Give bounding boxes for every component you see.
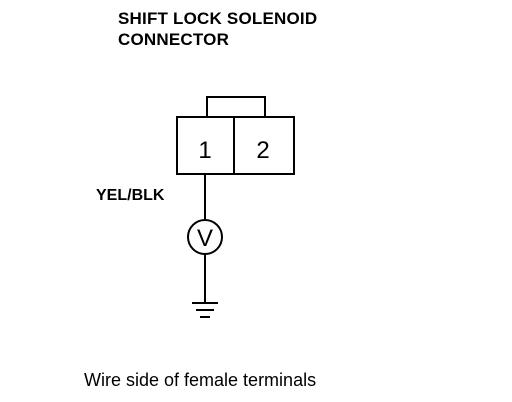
terminal-1-label: 1 [198,137,211,164]
voltmeter-symbol: V [197,225,213,252]
connector-housing [176,116,295,175]
caption: Wire side of female terminals [84,370,317,390]
wire-color-label: YEL/BLK [96,187,165,204]
diagram-title-line-1: SHIFT LOCK SOLENOID [118,9,318,28]
connector-lock-tab [206,96,266,118]
ground-icon [192,302,218,318]
terminal-2-label: 2 [256,137,269,164]
diagram-title-line-2: CONNECTOR [118,30,230,49]
voltmeter-icon: V [187,219,223,255]
connector [176,96,295,175]
diagram-title: SHIFT LOCK SOLENOID CONNECTOR [118,8,317,50]
